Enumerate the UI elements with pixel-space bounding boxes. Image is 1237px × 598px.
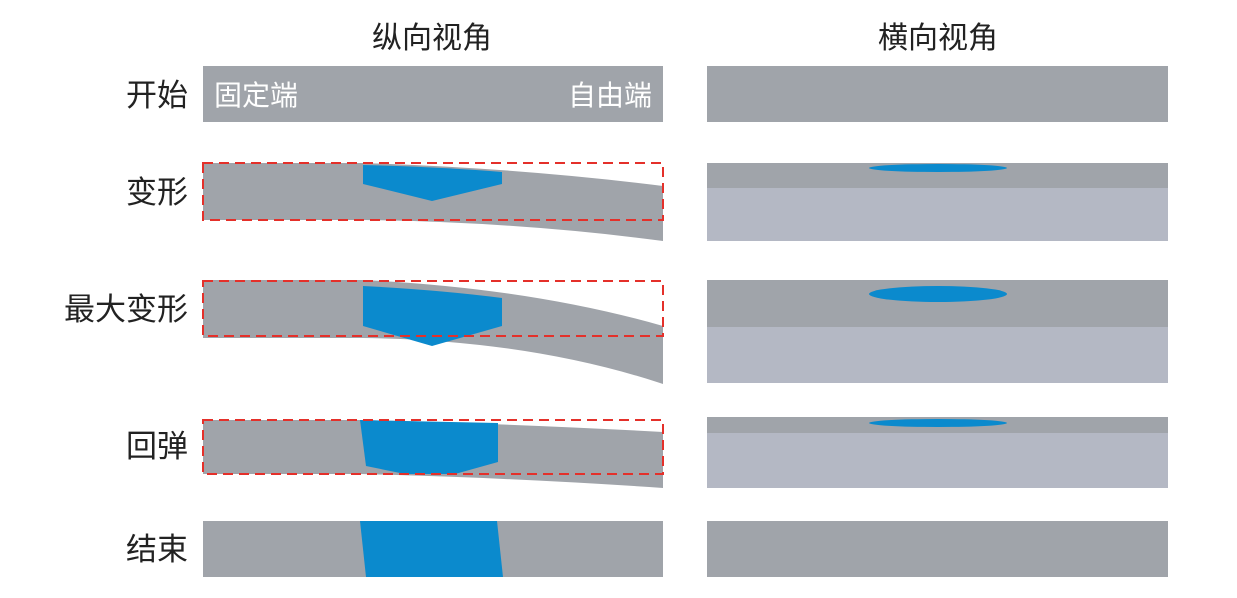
original-outline-springback bbox=[202, 419, 664, 475]
heading-transverse: 横向视角 bbox=[878, 21, 998, 56]
residual-indentation-end bbox=[360, 521, 503, 577]
row-label-start: 开始 bbox=[126, 78, 188, 114]
beam-start-longitudinal bbox=[203, 66, 663, 122]
original-outline-deformed bbox=[202, 162, 664, 221]
indentation-deformed bbox=[363, 165, 502, 201]
row-label-deformation: 变形 bbox=[126, 175, 188, 211]
row-label-springback: 回弹 bbox=[126, 429, 188, 465]
heading-longitudinal: 纵向视角 bbox=[372, 21, 492, 56]
indentation-springback bbox=[360, 420, 498, 474]
transverse-deformed-bottom bbox=[707, 188, 1168, 241]
indentation-max-deformed bbox=[363, 286, 502, 346]
transverse-max-deformed-bottom bbox=[707, 327, 1168, 383]
row-label-end: 结束 bbox=[126, 532, 188, 568]
beam-end-transverse bbox=[707, 521, 1168, 577]
free-end-label: 自由端 bbox=[568, 79, 652, 112]
beam-deformed-longitudinal bbox=[203, 163, 663, 241]
original-outline-max-deformed bbox=[202, 280, 664, 337]
contact-ellipse-deformed bbox=[869, 164, 1007, 172]
beam-start-transverse bbox=[707, 66, 1168, 122]
contact-ellipse-springback bbox=[869, 419, 1007, 427]
contact-ellipse-max-deformed bbox=[869, 286, 1007, 302]
fixed-end-label: 固定端 bbox=[214, 79, 298, 112]
transverse-springback-bottom bbox=[707, 433, 1168, 488]
row-label-max-deformation: 最大变形 bbox=[64, 292, 188, 328]
